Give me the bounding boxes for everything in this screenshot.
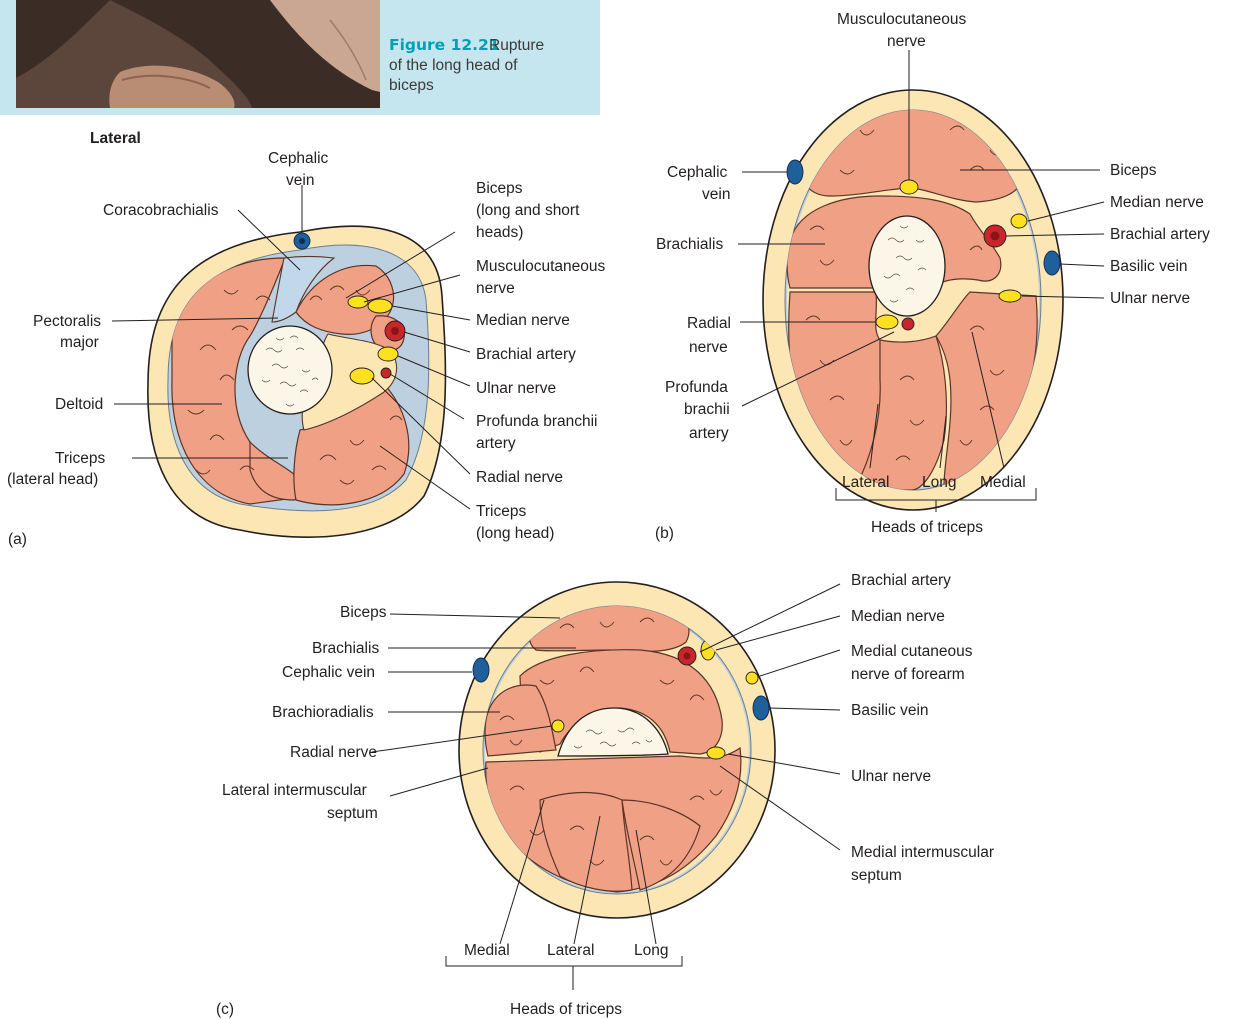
c-medial-cutaneous-label-1: Medial cutaneous [851, 643, 973, 660]
a-median-nerve-label: Median nerve [476, 312, 570, 329]
a-radial-nerve-label: Radial nerve [476, 469, 563, 486]
a-profunda-label-1: Profunda branchii [476, 413, 598, 430]
b-median-nerve [1011, 214, 1027, 228]
c-brachialis-label: Brachialis [312, 640, 379, 657]
b-ulnar-nerve [999, 290, 1021, 302]
c-medial-cutaneous-label-2: nerve of forearm [851, 666, 965, 683]
c-ulnar-nerve [707, 747, 725, 759]
a-ulnar-nerve-label: Ulnar nerve [476, 380, 556, 397]
b-musculocutaneous-label-1: Musculocutaneous [837, 11, 966, 28]
c-head-lateral-label: Lateral [547, 942, 594, 959]
b-brachialis-label: Brachialis [656, 236, 723, 253]
b-brachial-artery-label: Brachial artery [1110, 226, 1210, 243]
c-ulnar-nerve-label: Ulnar nerve [851, 768, 931, 785]
b-cephalic-label-1: Cephalic [667, 164, 728, 181]
c-radial-nerve-label: Radial nerve [290, 744, 377, 761]
b-basilic-vein-label: Basilic vein [1110, 258, 1188, 275]
c-lateral-septum-label-1: Lateral intermuscular [222, 782, 367, 799]
b-head-medial-label: Medial [980, 474, 1026, 491]
a-ulnar-nerve [378, 347, 398, 361]
a-cephalic-vein-label-2: vein [286, 172, 314, 189]
a-musculocutaneous-label-1: Musculocutaneous [476, 258, 605, 275]
c-medial-septum-label-1: Medial intermuscular [851, 844, 994, 861]
photo-figure-12-21: Figure 12.21 Rupture of the long head of… [0, 0, 600, 115]
c-brachioradialis-label: Brachioradialis [272, 704, 374, 721]
b-ulnar-nerve-label: Ulnar nerve [1110, 290, 1190, 307]
b-musculocutaneous-label-2: nerve [887, 33, 926, 50]
b-cephalic-vein [787, 160, 803, 184]
b-cephalic-label-2: vein [702, 186, 730, 203]
a-triceps-lateral-label-2: (lateral head) [7, 471, 98, 488]
a-radial-nerve [350, 368, 374, 384]
a-pectoralis-label-1: Pectoralis [33, 313, 101, 330]
c-head-medial-label: Medial [464, 942, 510, 959]
b-biceps-label: Biceps [1110, 162, 1157, 179]
a-biceps-label-1: Biceps [476, 180, 523, 197]
c-median-nerve-label: Median nerve [851, 608, 945, 625]
b-median-nerve-label: Median nerve [1110, 194, 1204, 211]
a-deltoid-label: Deltoid [55, 396, 103, 413]
b-profunda-label-1: Profunda [665, 379, 728, 396]
b-heads-caption: Heads of triceps [871, 519, 983, 536]
c-basilic-vein [753, 696, 769, 720]
b-head-long-label: Long [922, 474, 956, 491]
a-humerus [248, 326, 332, 414]
a-profunda-artery [381, 368, 391, 378]
a-biceps-label-2: (long and short [476, 202, 580, 219]
b-humerus [869, 216, 945, 316]
b-radial-label-1: Radial [687, 315, 731, 332]
c-head-long-label: Long [634, 942, 668, 959]
c-cephalic-vein-label: Cephalic vein [282, 664, 375, 681]
c-basilic-vein-label: Basilic vein [851, 702, 929, 719]
c-panel-label: (c) [216, 1001, 234, 1018]
b-radial-nerve [876, 315, 898, 329]
a-triceps-long-label-1: Triceps [476, 503, 526, 520]
b-radial-label-2: nerve [689, 339, 728, 356]
a-brachial-artery-label: Brachial artery [476, 346, 576, 363]
a-pectoralis-label-2: major [60, 334, 99, 351]
a-biceps-label-3: heads) [476, 224, 523, 241]
b-profunda-label-3: artery [689, 425, 729, 442]
panel-c-cross-section: Biceps Brachialis Cephalic vein Brachior… [216, 572, 994, 1018]
a-coracobrachialis-label: Coracobrachialis [103, 202, 219, 219]
c-brachial-artery-label: Brachial artery [851, 572, 951, 589]
a-median-nerve [368, 299, 392, 313]
a-musculocutaneous-label-2: nerve [476, 280, 515, 297]
c-medial-septum-label-2: septum [851, 867, 902, 884]
c-biceps-label: Biceps [340, 604, 387, 621]
c-radial-nerve [552, 720, 564, 732]
caption-line-1: Rupture [489, 37, 544, 54]
panel-a-cross-section: Lateral Cephalic vein Coracobrachialis P… [7, 130, 605, 548]
c-heads-caption: Heads of triceps [510, 1001, 622, 1018]
a-triceps-lateral-label-1: Triceps [55, 450, 105, 467]
caption-line-3: biceps [389, 77, 434, 94]
c-cephalic-vein [473, 658, 489, 682]
b-head-lateral-label: Lateral [842, 474, 889, 491]
b-profunda-artery [902, 318, 914, 330]
panel-b-cross-section: Musculocutaneous nerve Cephalic vein Bra… [655, 11, 1210, 542]
a-panel-label: (a) [8, 531, 27, 548]
c-lateral-septum-label-2: septum [327, 805, 378, 822]
b-profunda-label-2: brachii [684, 401, 730, 418]
c-medial-cutaneous-nerve [746, 672, 758, 684]
caption-line-2: of the long head of [389, 57, 518, 74]
b-panel-label: (b) [655, 525, 674, 542]
b-basilic-vein [1044, 251, 1060, 275]
figure-number: Figure 12.21 [389, 36, 500, 54]
a-profunda-label-2: artery [476, 435, 516, 452]
a-triceps-long-label-2: (long head) [476, 525, 554, 542]
a-cephalic-vein-label-1: Cephalic [268, 150, 329, 167]
b-musculocutaneous-nerve [900, 180, 918, 194]
a-orientation-label: Lateral [90, 130, 141, 147]
